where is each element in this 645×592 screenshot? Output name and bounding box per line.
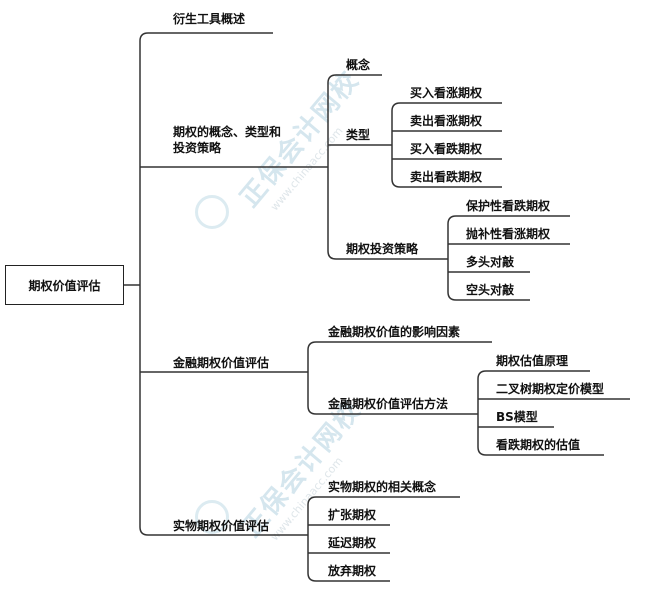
node-type-item: 卖出看涨期权: [410, 114, 483, 128]
node-method-item: BS模型: [496, 410, 538, 424]
watermark-logo-icon: [195, 500, 229, 534]
node-method-item: 二叉树期权定价模型: [496, 382, 605, 396]
node-method-item: 看跌期权的估值: [496, 438, 581, 452]
node-derivatives-overview: 衍生工具概述: [173, 12, 246, 26]
node-strategy-item: 保护性看跌期权: [466, 199, 551, 213]
connector: [447, 215, 457, 301]
node-types: 类型: [346, 128, 371, 142]
watermark-logo-icon: [195, 195, 229, 229]
node-strategy-item: 空头对敲: [466, 283, 515, 297]
root-node: 期权价值评估: [5, 265, 124, 305]
node-type-item: 卖出看跌期权: [410, 170, 483, 184]
node-strategy-item: 抛补性看涨期权: [466, 227, 551, 241]
connector: [391, 102, 401, 188]
node-expansion-option: 扩张期权: [328, 508, 377, 522]
node-real-concepts: 实物期权的相关概念: [328, 480, 437, 494]
node-strategy-item: 多头对敲: [466, 255, 515, 269]
node-valuation-methods: 金融期权价值评估方法: [328, 397, 449, 411]
connector: [307, 341, 317, 415]
node-real-option-valuation: 实物期权价值评估: [173, 519, 270, 533]
node-line: 投资策略: [173, 141, 222, 155]
node-concept: 概念: [346, 58, 371, 72]
node-financial-option-valuation: 金融期权价值评估: [173, 356, 270, 370]
node-line: 期权的概念、类型和: [173, 125, 282, 139]
connector: [307, 496, 317, 582]
node-type-item: 买入看涨期权: [410, 86, 483, 100]
node-delay-option: 延迟期权: [328, 536, 377, 550]
node-type-item: 买入看跌期权: [410, 142, 483, 156]
connector: [327, 74, 337, 260]
connector: [477, 370, 487, 456]
node-concept-types-strategies: 期权的概念、类型和 投资策略: [173, 124, 281, 156]
node-method-item: 期权估值原理: [496, 354, 569, 368]
connector: [139, 32, 149, 536]
node-abandon-option: 放弃期权: [328, 564, 377, 578]
node-influencing-factors: 金融期权价值的影响因素: [328, 325, 461, 339]
node-strategies: 期权投资策略: [346, 242, 419, 256]
